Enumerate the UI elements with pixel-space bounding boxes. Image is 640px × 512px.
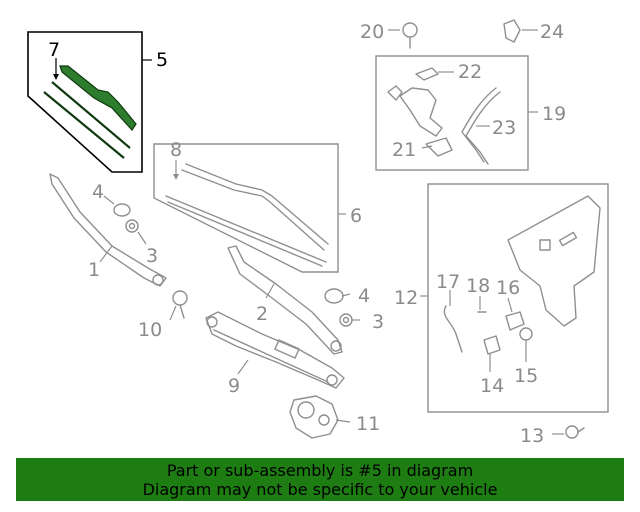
callout-15: 15 xyxy=(514,365,538,387)
reservoir-screw[interactable] xyxy=(565,425,585,439)
washer-reservoir-frame[interactable] xyxy=(420,183,609,413)
callout-12: 12 xyxy=(394,287,418,309)
callout-21: 21 xyxy=(392,139,416,161)
callout-6: 6 xyxy=(350,205,362,227)
callout-23: 23 xyxy=(492,117,516,139)
callout-17: 17 xyxy=(436,271,460,293)
wiper-arm-left[interactable] xyxy=(49,173,167,287)
callout-14: 14 xyxy=(480,375,504,397)
callout-labels: 1 2 3 3 4 4 5 6 7 8 9 10 11 12 13 14 15 … xyxy=(48,21,566,447)
callout-22: 22 xyxy=(458,61,482,83)
part-info-banner: Part or sub-assembly is #5 in diagram Di… xyxy=(16,458,624,501)
banner-line-2: Diagram may not be specific to your vehi… xyxy=(142,480,498,499)
parts-diagram: 1 2 3 3 4 4 5 6 7 8 9 10 11 12 13 14 15 … xyxy=(27,19,609,447)
pivot-cap[interactable] xyxy=(113,203,344,304)
callout-10: 10 xyxy=(138,319,162,341)
callout-18: 18 xyxy=(466,275,490,297)
wiper-blade-assembly-frame[interactable] xyxy=(27,31,152,173)
callout-7: 7 xyxy=(48,39,60,61)
washer-bolt[interactable] xyxy=(402,22,418,49)
callout-16: 16 xyxy=(496,277,520,299)
callout-11: 11 xyxy=(356,413,380,435)
callout-3b: 3 xyxy=(372,311,384,333)
callout-2: 2 xyxy=(256,303,268,325)
callout-5: 5 xyxy=(156,49,168,71)
callout-13: 13 xyxy=(520,425,544,447)
callout-4b: 4 xyxy=(358,285,370,307)
wiper-arm-right[interactable] xyxy=(227,245,343,355)
banner-line-1: Part or sub-assembly is #5 in diagram xyxy=(166,461,474,480)
mounting-bolt[interactable] xyxy=(172,290,188,319)
leader-lines xyxy=(99,29,564,435)
callout-24: 24 xyxy=(540,21,564,43)
callout-1: 1 xyxy=(88,259,100,281)
callout-19: 19 xyxy=(542,103,566,125)
front-wiper-blade-frame[interactable] xyxy=(153,143,346,273)
callout-20: 20 xyxy=(360,21,384,43)
callout-9: 9 xyxy=(228,375,240,397)
callout-3a: 3 xyxy=(146,245,158,267)
callout-8: 8 xyxy=(170,139,182,161)
wiper-linkage[interactable] xyxy=(205,311,345,389)
callout-4a: 4 xyxy=(92,181,104,203)
wiper-blade-insert xyxy=(43,58,137,159)
pivot-nut[interactable] xyxy=(125,219,353,327)
wiper-motor[interactable] xyxy=(289,395,339,439)
washer-nozzle[interactable] xyxy=(503,19,521,43)
washer-nozzle-frame[interactable] xyxy=(375,55,538,171)
